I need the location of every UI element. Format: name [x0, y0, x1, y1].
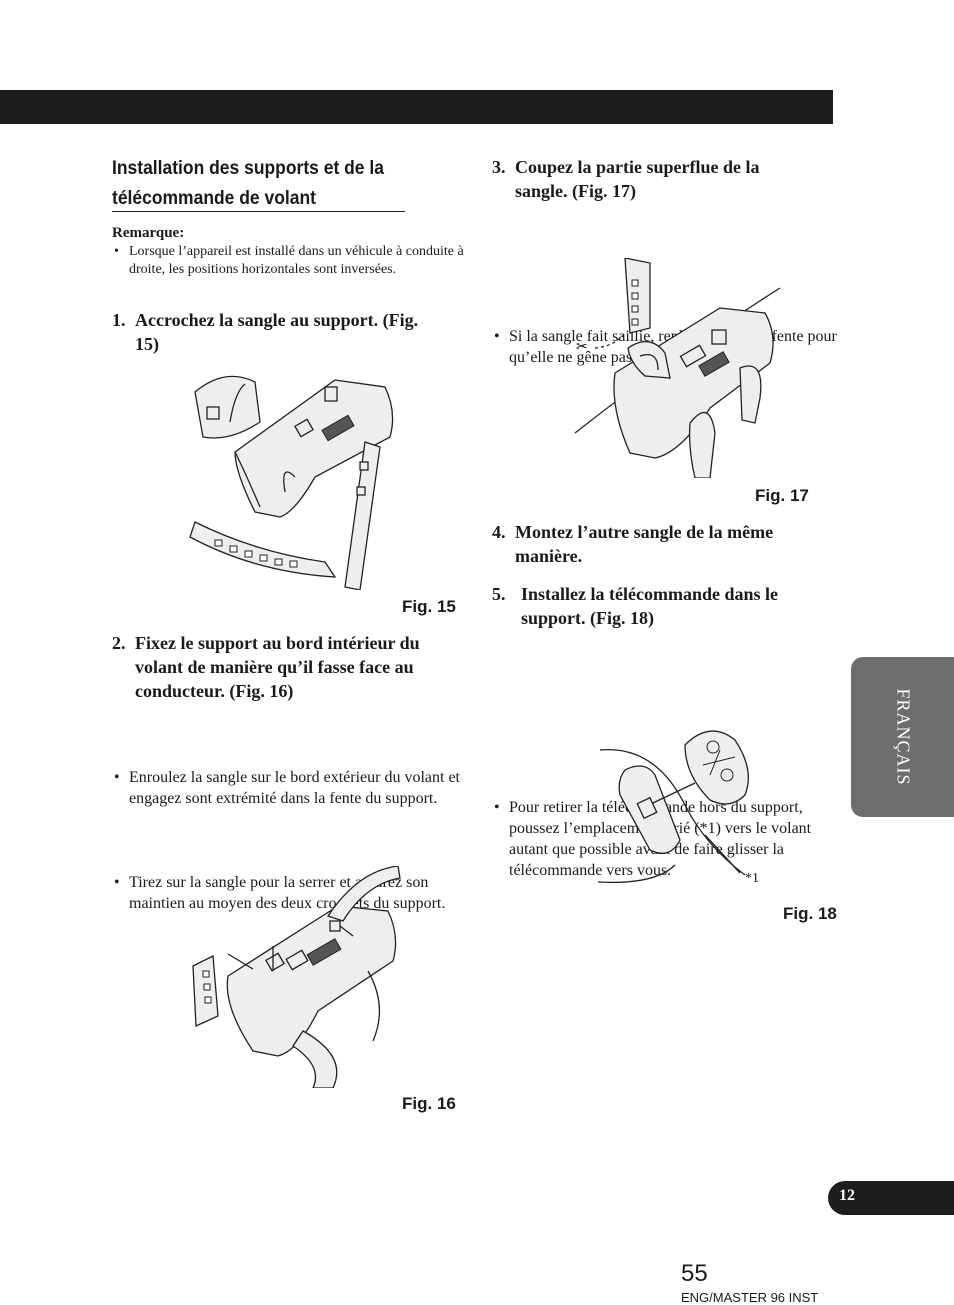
svg-text:✂: ✂ — [576, 339, 588, 355]
step1-number: 1. — [112, 310, 126, 330]
language-tab[interactable]: FRANÇAIS — [851, 657, 954, 817]
fig17-illustration: ✂ — [574, 258, 781, 478]
section-page-number: 12 — [839, 1187, 855, 1204]
header-bar — [0, 90, 833, 124]
step5-text: Installez la télécommande dans le suppor… — [521, 584, 778, 628]
fig17-label: Fig. 17 — [755, 486, 809, 505]
fig16-illustration — [192, 866, 401, 1088]
section-title: Installation des supports et de la téléc… — [112, 158, 384, 209]
language-tab-label: FRANÇAIS — [893, 688, 913, 786]
section-page-badge: 12 — [828, 1181, 954, 1215]
step4-text: Montez l’autre sangle de la même manière… — [515, 522, 774, 566]
step3-number: 3. — [492, 157, 506, 177]
step4-number: 4. — [492, 522, 506, 542]
step2-number: 2. — [112, 633, 126, 653]
fig16-label: Fig. 16 — [402, 1094, 456, 1113]
fig15-illustration — [189, 375, 394, 590]
fig18-illustration — [597, 730, 749, 884]
fig15-label: Fig. 15 — [402, 597, 456, 616]
step2-text: Fixez le support au bord intérieur du vo… — [135, 633, 420, 701]
remark-title: Remarque: — [112, 225, 185, 241]
step2-bullet-1: Enroulez la sangle sur le bord extérieur… — [112, 767, 474, 809]
footer-code: ENG/MASTER 96 INST — [681, 1290, 819, 1305]
remark-bullet: Lorsque l’appareil est installé dans un … — [112, 243, 469, 279]
step1-text: Accrochez la sangle au support. (Fig. 15… — [135, 310, 419, 354]
section-title-rule — [112, 211, 405, 212]
fig18-callout: *1 — [745, 871, 759, 886]
fig18-label: Fig. 18 — [783, 904, 837, 923]
step3-text: Coupez la partie superflue de la sangle.… — [515, 157, 760, 201]
page-number: 55 — [681, 1260, 708, 1287]
step5-number: 5. — [492, 584, 506, 604]
